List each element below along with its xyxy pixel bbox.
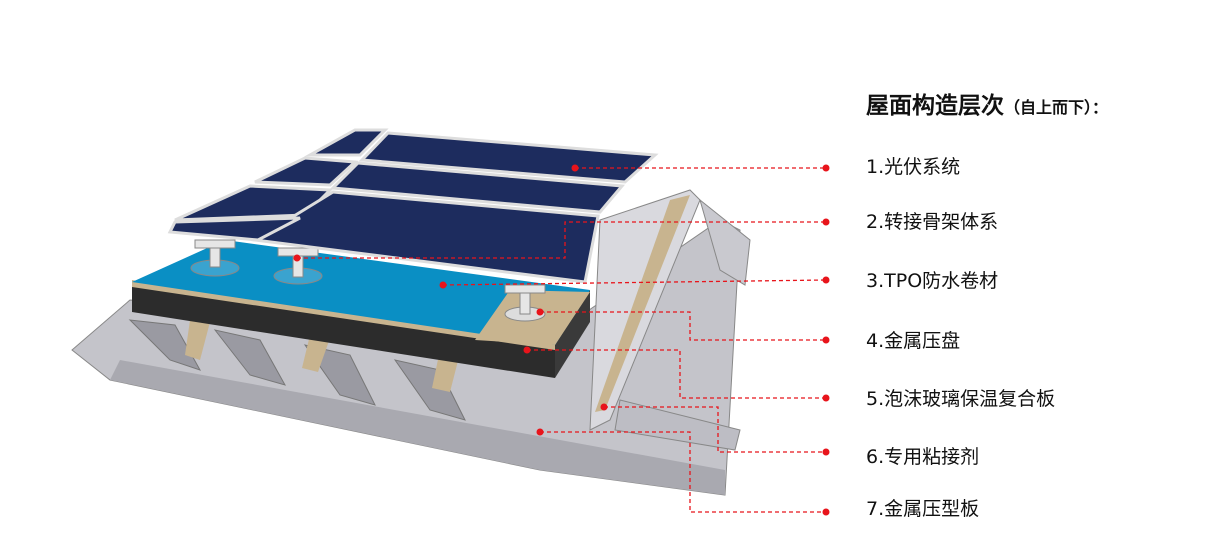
layer-label-pv: 1.光伏系统: [866, 156, 961, 178]
legend-title: 屋面构造层次（自上而下）：: [866, 86, 1108, 120]
tpo-membrane: [132, 240, 590, 345]
title-text: 屋面构造层次: [866, 93, 1004, 119]
layer-label-frame: 2.转接骨架体系: [866, 211, 999, 233]
layer-label-deck: 7.金属压型板: [866, 498, 980, 520]
layer-label-plate: 4.金属压盘: [866, 330, 961, 352]
leader-dots: [293, 164, 830, 516]
pv-panels: [167, 128, 659, 284]
layer-label-adhesive: 6.专用粘接剂: [866, 446, 980, 468]
title-suffix: （自上而下）：: [1004, 98, 1109, 117]
layer-label-insulation: 5.泡沫玻璃保温复合板: [866, 388, 1056, 410]
support-brackets: [190, 239, 546, 322]
layer-label-tpo: 3.TPO防水卷材: [866, 270, 999, 292]
metal-deck: [71, 189, 751, 496]
leader-lines: [297, 167, 827, 513]
